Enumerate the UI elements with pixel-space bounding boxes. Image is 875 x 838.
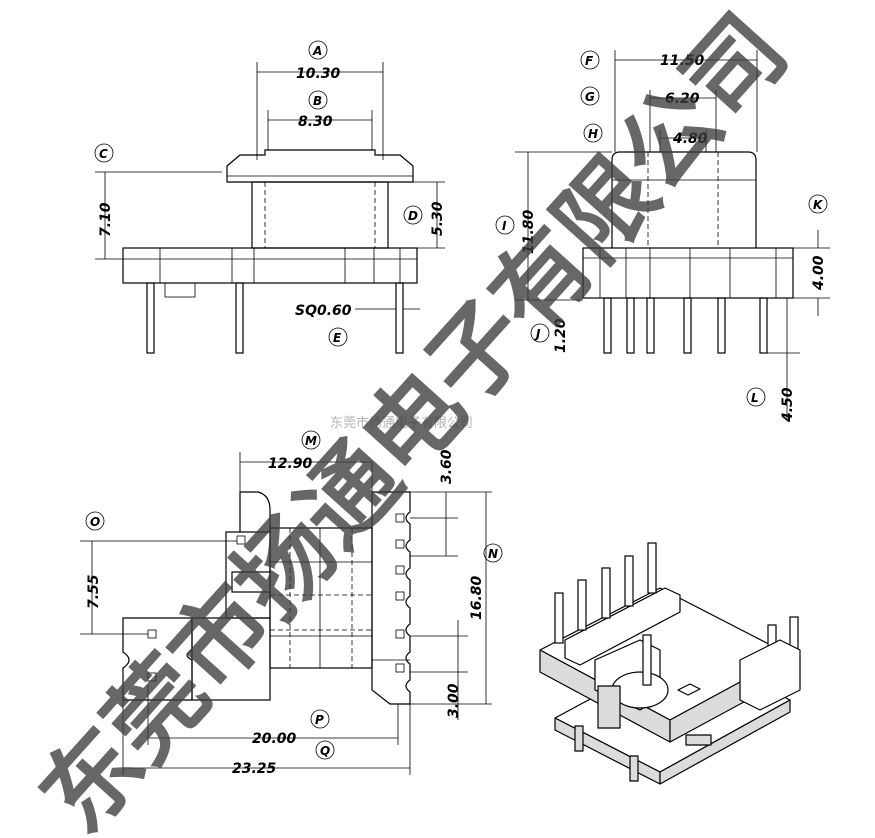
top-view bbox=[80, 452, 492, 775]
label-C: C bbox=[99, 147, 108, 161]
label-E: E bbox=[333, 331, 342, 345]
label-G: G bbox=[585, 90, 595, 104]
label-F: F bbox=[585, 54, 594, 68]
dim-H-value: 4.80 bbox=[672, 131, 708, 147]
dim-J-value: 1.20 bbox=[553, 318, 569, 353]
dim-I-value: 11.80 bbox=[521, 209, 537, 254]
dim-N-value: 16.80 bbox=[469, 575, 485, 620]
dim-top-small-value: 3.60 bbox=[439, 449, 455, 484]
dim-Q-value: 23.25 bbox=[232, 761, 277, 777]
label-D: D bbox=[408, 209, 418, 223]
dim-D-value: 5.30 bbox=[430, 201, 446, 236]
dim-K-value: 4.00 bbox=[811, 255, 827, 291]
label-I: I bbox=[502, 219, 507, 233]
circled-labels: A B C D E F G H I J K L M N O P Q bbox=[85, 40, 828, 760]
dim-E-value: SQ0.60 bbox=[295, 303, 352, 319]
side-view bbox=[515, 50, 830, 420]
dim-F-value: 11.50 bbox=[660, 53, 705, 69]
dimension-texts: 10.30 8.30 7.10 5.30 SQ0.60 11.50 6.20 4… bbox=[86, 53, 827, 777]
label-K: K bbox=[813, 198, 824, 212]
label-J: J bbox=[534, 327, 541, 341]
dim-C-value: 7.10 bbox=[98, 202, 114, 237]
dim-B-value: 8.30 bbox=[298, 114, 333, 130]
watermark-small-text: 东莞市扬通电子有限公司 bbox=[330, 415, 473, 431]
label-N: N bbox=[488, 547, 498, 561]
dim-P-value: 20.00 bbox=[252, 731, 297, 747]
label-A: A bbox=[312, 44, 322, 58]
dim-O-value: 7.55 bbox=[86, 574, 102, 609]
dim-G-value: 6.20 bbox=[665, 91, 700, 107]
dim-M-value: 12.90 bbox=[268, 456, 313, 472]
isometric-view bbox=[539, 542, 801, 785]
label-P: P bbox=[315, 713, 324, 727]
label-B: B bbox=[313, 94, 322, 108]
label-L: L bbox=[751, 391, 759, 405]
dim-A-value: 10.30 bbox=[296, 66, 341, 82]
label-Q: Q bbox=[320, 744, 330, 758]
label-M: M bbox=[305, 434, 317, 448]
front-view bbox=[95, 62, 445, 354]
label-O: O bbox=[90, 515, 100, 529]
label-H: H bbox=[588, 127, 598, 141]
dim-L-value: 4.50 bbox=[780, 387, 796, 423]
dim-bottom-small-value: 3.00 bbox=[446, 683, 462, 718]
